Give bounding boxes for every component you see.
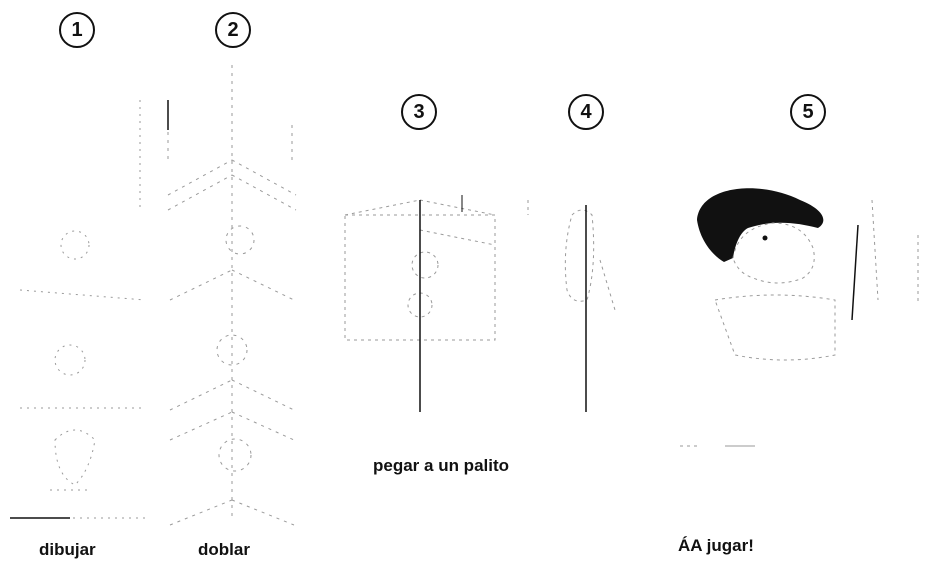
step-3-stick-assembly-icon <box>344 195 496 412</box>
step-1-caption: dibujar <box>39 540 96 559</box>
step-5-number: 5 <box>790 94 826 130</box>
step-2-number: 2 <box>215 12 251 48</box>
step-5-child-playing-icon <box>680 188 919 447</box>
step-2-folding-icon <box>167 65 297 526</box>
step-4-number: 4 <box>568 94 604 130</box>
step-4-finished-puppet-icon <box>527 200 616 412</box>
hair-shape <box>697 188 824 262</box>
step-2-caption: doblar <box>198 540 250 559</box>
step-3-number: 3 <box>401 94 437 130</box>
step-1-number: 1 <box>59 12 95 48</box>
step-3-caption: pegar a un palito <box>373 456 510 475</box>
step-5-caption: ÁA jugar! <box>678 536 754 555</box>
eye-mark <box>762 235 768 241</box>
step-1-drawing-icon <box>10 100 146 519</box>
